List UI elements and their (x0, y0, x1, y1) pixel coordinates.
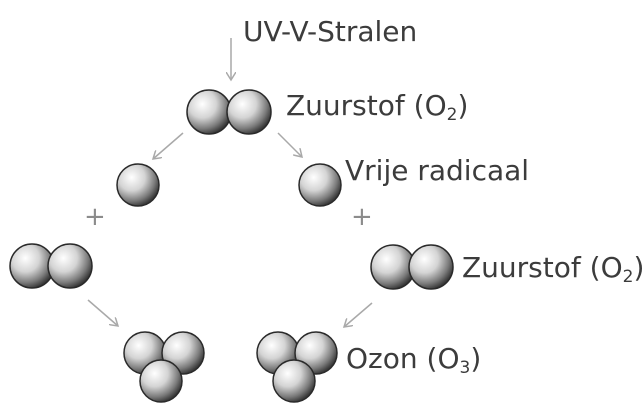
oxygen-atom-icon (139, 359, 183, 403)
split-right-arrow-icon (277, 132, 302, 157)
ozone-molecule-left (123, 331, 205, 403)
oxygen-top-subscript: 2 (446, 105, 458, 125)
combine-left-arrow-icon (87, 299, 118, 326)
oxygen-atom-icon (186, 89, 232, 135)
oxygen-atom-icon (47, 243, 93, 289)
oxygen-right-label: Zuurstof (O2) (462, 251, 643, 287)
uv-radiation-label: UV-V-Stralen (243, 15, 418, 48)
ozone-subscript: 3 (459, 358, 471, 378)
oxygen-molecule-top (186, 89, 272, 135)
free-radical-right (298, 163, 342, 207)
free-radical-label: Vrije radicaal (345, 154, 530, 187)
oxygen-top-label: Zuurstof (O2) (286, 89, 469, 125)
combine-right-arrow-icon (344, 302, 373, 327)
plus-sign-left: + (84, 202, 106, 232)
oxygen-atom-icon (226, 89, 272, 135)
split-left-arrow-icon (153, 132, 184, 159)
plus-sign-right: + (351, 202, 373, 232)
ozone-molecule-right (256, 331, 338, 403)
oxygen-molecule-right (370, 244, 454, 290)
free-radical-left (116, 163, 160, 207)
oxygen-atom-icon (272, 359, 316, 403)
ozone-label: Ozon (O3) (346, 342, 482, 378)
oxygen-molecule-left (9, 243, 93, 289)
oxygen-right-subscript: 2 (622, 267, 634, 287)
oxygen-atom-icon (408, 244, 454, 290)
